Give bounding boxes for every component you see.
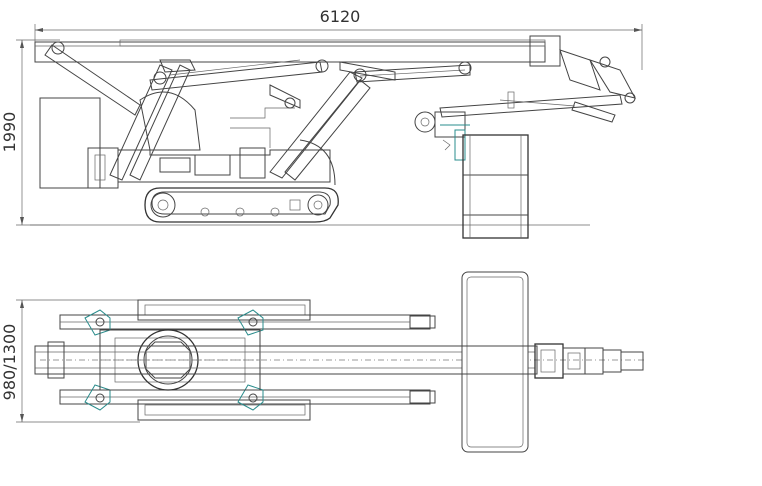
track-frame-top: [137, 299, 311, 421]
lift-arm-front: [269, 61, 472, 181]
basket-side: [462, 134, 529, 239]
pivot-brackets: [84, 309, 264, 411]
boom-head-top: [534, 343, 644, 379]
height-dimension-label: 1990: [0, 112, 19, 153]
basket-rotator: [414, 111, 470, 161]
outrigger-beams-top: [59, 314, 436, 405]
length-dimension: 6120: [34, 7, 643, 70]
width-dimension: 980/1300: [0, 299, 140, 423]
lift-arm-rear: [44, 41, 329, 181]
height-dimension: 1990: [0, 39, 60, 226]
boom-stowed: [34, 35, 561, 67]
width-dimension-label: 980/1300: [0, 324, 19, 401]
turret-body: [117, 91, 336, 186]
length-dimension-label: 6120: [320, 7, 361, 26]
outrigger-rear: [39, 97, 119, 189]
jib-arm: [439, 49, 636, 123]
basket-top: [461, 271, 538, 453]
side-view: [30, 35, 636, 239]
crawler-track: [144, 187, 339, 223]
top-view: [34, 271, 645, 453]
